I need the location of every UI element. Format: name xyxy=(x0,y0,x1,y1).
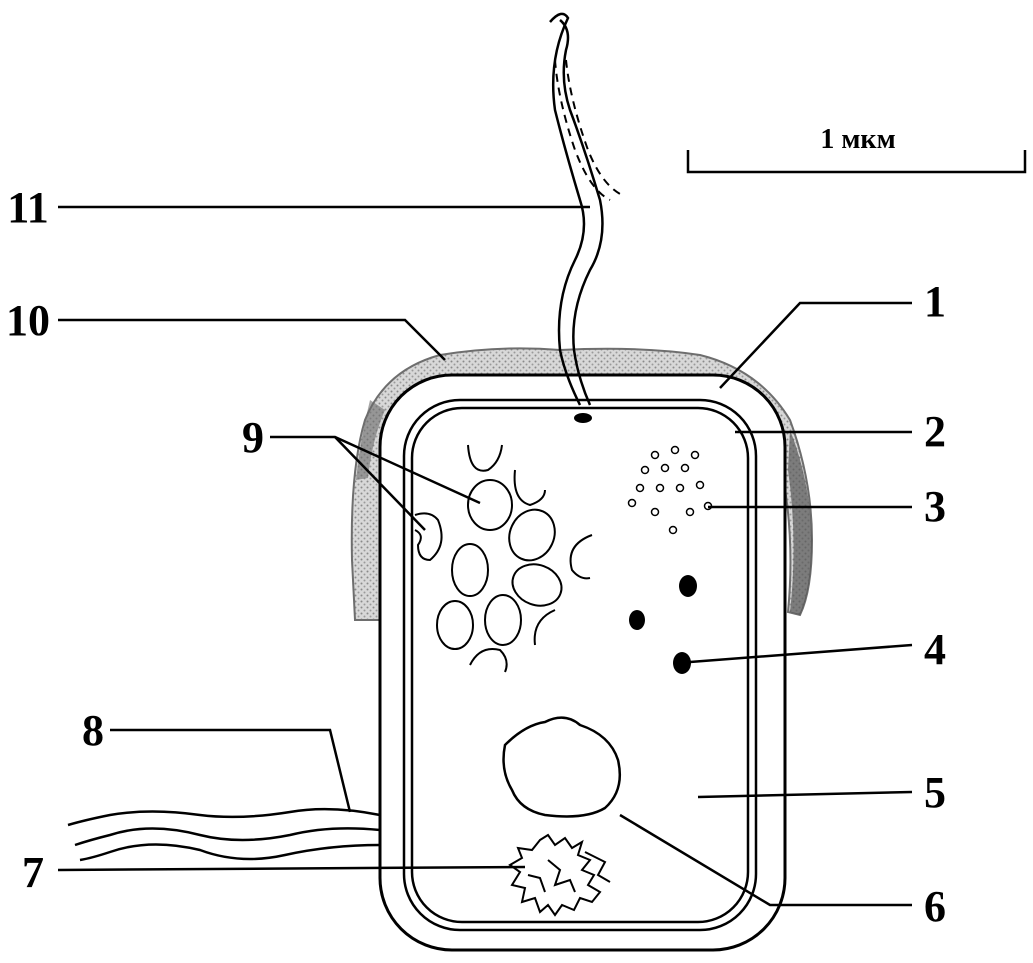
label-11: 11 xyxy=(7,183,49,232)
cytoplasmic-membrane-outer xyxy=(402,398,758,932)
label-3: 3 xyxy=(924,482,946,531)
inclusions xyxy=(629,575,697,674)
cell-wall xyxy=(378,373,787,952)
leader-lines xyxy=(57,205,913,907)
label-7: 7 xyxy=(22,848,44,897)
pili xyxy=(67,807,381,862)
ribosomes xyxy=(627,445,713,535)
capsule-dark-edge xyxy=(788,430,812,615)
label-6: 6 xyxy=(924,882,946,931)
label-4: 4 xyxy=(924,625,946,674)
scale-bar-label: 1 мкм xyxy=(820,124,895,155)
label-9: 9 xyxy=(242,413,264,462)
number-labels: 1 2 3 4 5 6 7 8 9 10 11 xyxy=(6,183,946,931)
mesosomes xyxy=(414,444,593,673)
capsule-left-dark-edge xyxy=(356,400,385,480)
vacuole xyxy=(502,716,622,818)
nucleoid xyxy=(508,833,611,917)
label-10: 10 xyxy=(6,296,50,345)
label-1: 1 xyxy=(924,277,946,326)
label-2: 2 xyxy=(924,407,946,456)
scale-bar: 1 мкм xyxy=(686,124,1027,174)
label-8: 8 xyxy=(82,706,104,755)
cytoplasmic-membrane-inner xyxy=(410,406,750,924)
label-5: 5 xyxy=(924,768,946,817)
flagellum xyxy=(549,12,623,423)
